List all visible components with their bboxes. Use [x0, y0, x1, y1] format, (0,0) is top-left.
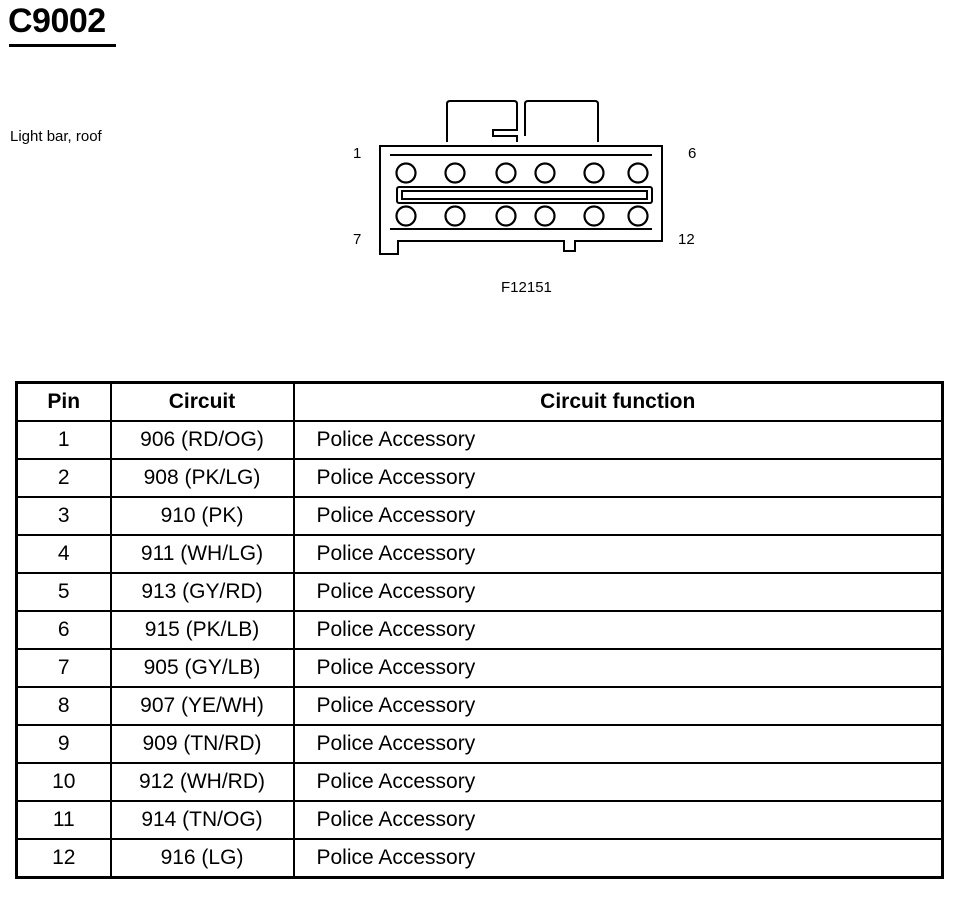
circuit-function-cell: Police Accessory [292, 724, 944, 764]
connector-center-slot [396, 186, 653, 204]
terminal-cavity [627, 162, 649, 184]
pin-cell: 2 [15, 458, 112, 498]
circuit-cell: 905 (GY/LB) [109, 648, 295, 688]
header-circuit: Circuit [109, 381, 295, 422]
table-header-row: Pin Circuit Circuit function [15, 381, 944, 422]
terminal-cavity [444, 205, 466, 227]
connector-lock-tab-left [446, 100, 518, 142]
circuit-function-cell: Police Accessory [292, 572, 944, 612]
circuit-function-cell: Police Accessory [292, 800, 944, 840]
pin-label-top-left: 1 [353, 145, 362, 162]
pin-cell: 12 [15, 838, 112, 879]
terminal-cavity [444, 162, 466, 184]
circuit-function-cell: Police Accessory [292, 458, 944, 498]
figure-id: F12151 [501, 279, 552, 296]
circuit-cell: 910 (PK) [109, 496, 295, 536]
circuit-cell: 915 (PK/LB) [109, 610, 295, 650]
circuit-cell: 911 (WH/LG) [109, 534, 295, 574]
connector-title: C9002 [8, 2, 106, 40]
connector-location: Light bar, roof [10, 128, 102, 145]
terminal-cavity [395, 205, 417, 227]
circuit-cell: 916 (LG) [109, 838, 295, 879]
connector-lock-tab-right [524, 100, 599, 142]
circuit-function-cell: Police Accessory [292, 496, 944, 536]
pin-cell: 8 [15, 686, 112, 726]
circuit-cell: 908 (PK/LG) [109, 458, 295, 498]
terminal-cavity [583, 162, 605, 184]
circuit-function-cell: Police Accessory [292, 610, 944, 650]
circuit-function-cell: Police Accessory [292, 420, 944, 460]
terminal-cavity [395, 162, 417, 184]
terminal-cavities [395, 162, 649, 227]
pin-cell: 3 [15, 496, 112, 536]
circuit-cell: 914 (TN/OG) [109, 800, 295, 840]
pin-cell: 9 [15, 724, 112, 764]
circuit-function-cell: Police Accessory [292, 648, 944, 688]
circuit-cell: 913 (GY/RD) [109, 572, 295, 612]
terminal-cavity [583, 205, 605, 227]
terminal-cavity [627, 205, 649, 227]
pin-cell: 11 [15, 800, 112, 840]
header-circuit-function: Circuit function [292, 381, 944, 422]
terminal-cavity [495, 162, 517, 184]
circuit-cell: 907 (YE/WH) [109, 686, 295, 726]
pin-cell: 10 [15, 762, 112, 802]
terminal-cavity [534, 205, 556, 227]
circuit-cell: 909 (TN/RD) [109, 724, 295, 764]
pin-label-bottom-left: 7 [353, 231, 362, 248]
pin-label-top-right: 6 [688, 145, 697, 162]
circuit-cell: 906 (RD/OG) [109, 420, 295, 460]
circuit-cell: 912 (WH/RD) [109, 762, 295, 802]
pin-cell: 6 [15, 610, 112, 650]
pin-cell: 1 [15, 420, 112, 460]
connector-face-diagram [379, 100, 663, 255]
terminal-cavity [495, 205, 517, 227]
pin-cell: 5 [15, 572, 112, 612]
header-pin: Pin [15, 381, 112, 422]
terminal-cavity [534, 162, 556, 184]
circuit-function-cell: Police Accessory [292, 762, 944, 802]
pin-cell: 4 [15, 534, 112, 574]
pin-label-bottom-right: 12 [678, 231, 695, 248]
circuit-function-cell: Police Accessory [292, 838, 944, 879]
pin-cell: 7 [15, 648, 112, 688]
title-underline [9, 44, 116, 47]
circuit-function-cell: Police Accessory [292, 686, 944, 726]
connector-body [379, 145, 663, 255]
circuit-function-cell: Police Accessory [292, 534, 944, 574]
